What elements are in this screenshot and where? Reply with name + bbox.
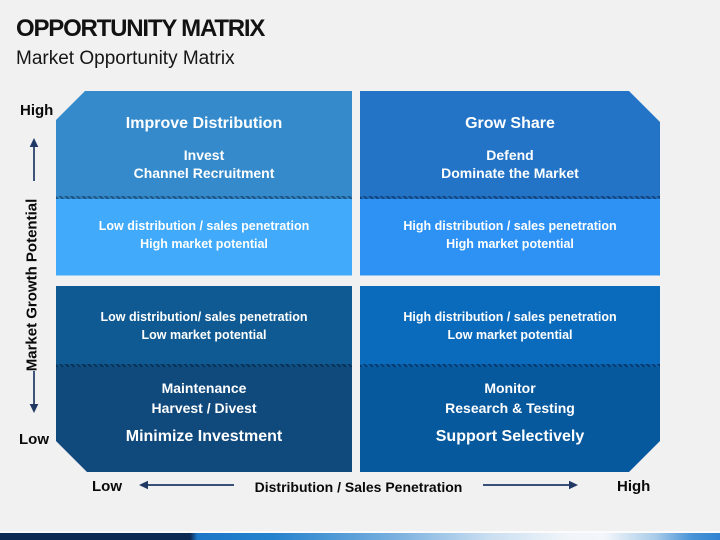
quadrant-title: Grow Share [465, 115, 555, 132]
descriptor-line: Low market potential [141, 327, 267, 342]
quadrant-line: Dominate the Market [441, 165, 579, 181]
page-title: OPPORTUNITY MATRIX [16, 15, 265, 42]
quadrant-line: Monitor [484, 380, 536, 396]
quadrant-line: Research & Testing [445, 399, 575, 416]
junction-divider [360, 196, 660, 199]
descriptor-line: High market potential [140, 236, 268, 251]
quadrant-line: Maintenance [161, 380, 247, 396]
x-axis-low-label: Low [92, 478, 122, 495]
quadrant-line: Defend [486, 147, 534, 163]
descriptor-line: Low distribution/ sales penetration [100, 309, 308, 324]
x-axis-left-arrow-icon [139, 480, 234, 490]
junction-divider [56, 364, 352, 367]
quadrant-descriptor-block: High distribution / sales penetration Lo… [360, 286, 660, 364]
quadrant-support-selectively: High distribution / sales penetration Lo… [360, 286, 660, 473]
quadrant-title: Minimize Investment [125, 427, 283, 445]
opportunity-matrix: Improve Distribution Invest Channel Recr… [56, 91, 660, 472]
y-axis-title: Market Growth Potential [23, 198, 41, 372]
quadrant-title: Improve Distribution [125, 115, 283, 132]
quadrant-improve-distribution: Improve Distribution Invest Channel Recr… [56, 91, 352, 276]
footer-gradient-stripe [0, 533, 720, 540]
junction-divider [56, 196, 352, 199]
footer-highlight-line [0, 531, 720, 533]
quadrant-line: Harvest / Divest [151, 399, 257, 416]
quadrant-grow-share: Grow Share Defend Dominate the Market Hi… [360, 91, 660, 276]
quadrant-descriptor-block: Low distribution/ sales penetration Low … [56, 286, 352, 364]
y-axis-high-label: High [20, 102, 54, 119]
x-axis-right-arrow-icon [483, 480, 578, 490]
quadrant-line: Invest [183, 147, 225, 163]
descriptor-line: High market potential [446, 236, 574, 251]
descriptor-line: Low market potential [447, 327, 573, 342]
descriptor-line: High distribution / sales penetration [403, 218, 617, 233]
quadrant-descriptor-block: High distribution / sales penetration Hi… [360, 199, 660, 276]
descriptor-line: High distribution / sales penetration [403, 309, 617, 324]
quadrant-main-block: Monitor Research & Testing Support Selec… [360, 367, 660, 473]
quadrant-title: Support Selectively [435, 427, 585, 445]
x-axis-title: Distribution / Sales Penetration [254, 478, 463, 495]
descriptor-line: Low distribution / sales penetration [98, 218, 310, 233]
page-subtitle: Market Opportunity Matrix [16, 48, 235, 69]
quadrant-main-block: Grow Share Defend Dominate the Market [360, 91, 660, 196]
quadrant-main-block: Maintenance Harvest / Divest Minimize In… [56, 367, 352, 473]
x-axis-high-label: High [617, 478, 651, 495]
quadrant-line: Channel Recruitment [133, 165, 275, 181]
y-axis-up-arrow-icon [29, 138, 39, 181]
y-axis-down-arrow-icon [29, 371, 39, 413]
quadrant-minimize-investment: Low distribution/ sales penetration Low … [56, 286, 352, 473]
quadrant-descriptor-block: Low distribution / sales penetration Hig… [56, 199, 352, 276]
y-axis-low-label: Low [19, 431, 49, 448]
quadrant-main-block: Improve Distribution Invest Channel Recr… [56, 91, 352, 196]
junction-divider [360, 364, 660, 367]
